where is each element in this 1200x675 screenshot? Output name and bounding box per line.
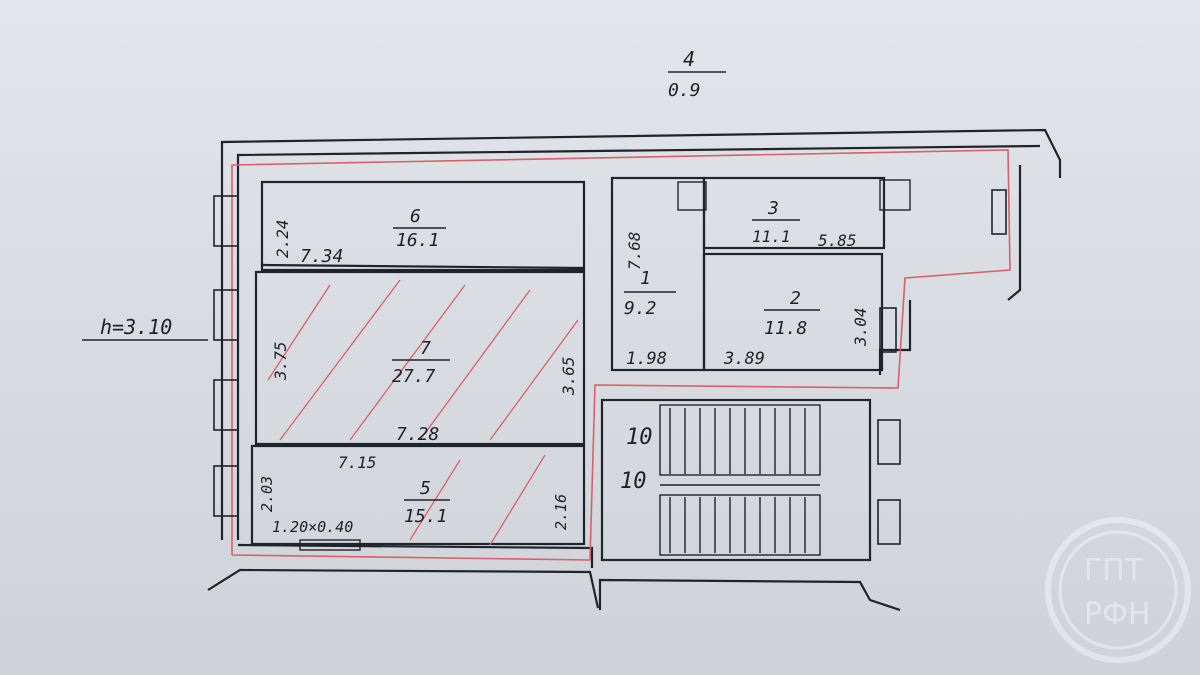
corridor-area: 0.9	[668, 80, 701, 101]
dim-2-03: 2.03	[258, 476, 276, 512]
dim-5-85: 5.85	[818, 231, 857, 250]
red-boundary	[231, 149, 1011, 561]
dim-7-68: 7.68	[625, 231, 644, 270]
ceiling-height-label: h=3.10	[100, 315, 172, 339]
dim-7-15: 7.15	[338, 453, 377, 472]
stair-label-upper: 10	[626, 425, 653, 450]
stamp-text-bottom: РФН	[1084, 597, 1150, 632]
room-2-area: 11.8	[764, 318, 807, 339]
room-5-area: 15.1	[404, 506, 447, 527]
stamp-watermark: ГПТ РФН	[1045, 517, 1191, 663]
dim-2-16: 2.16	[552, 494, 570, 530]
room-3-area: 11.1	[752, 227, 791, 246]
room-3-number: 3	[767, 198, 779, 219]
stamp-text-top: ГПТ	[1084, 553, 1144, 588]
dim-window-note: 1.20×0.40	[272, 518, 353, 536]
dim-3-75: 3.75	[271, 341, 290, 381]
dim-7-34: 7.34	[300, 246, 343, 267]
dim-2-24: 2.24	[273, 219, 292, 258]
room-6-number: 6	[410, 206, 421, 227]
corridor-number: 4	[683, 47, 695, 71]
room-7-number: 7	[420, 338, 431, 359]
room-1-number: 1	[640, 268, 651, 289]
room-6-area: 16.1	[396, 230, 439, 251]
right-windows	[877, 189, 1007, 545]
left-windows	[213, 195, 239, 517]
dim-3-04: 3.04	[851, 307, 870, 347]
room-5-number: 5	[420, 478, 431, 499]
dim-1-98: 1.98	[626, 349, 667, 369]
room-7-area: 27.7	[392, 366, 436, 387]
stair-steps	[669, 408, 806, 553]
stair-label-lower: 10	[620, 469, 647, 494]
room-2-number: 2	[790, 288, 801, 309]
room-1-area: 9.2	[624, 298, 657, 319]
stairwell	[600, 398, 872, 562]
room-7-hatch	[267, 279, 579, 441]
dim-3-65: 3.65	[559, 356, 578, 396]
dim-7-28: 7.28	[396, 424, 439, 445]
dim-3-89: 3.89	[723, 349, 765, 369]
